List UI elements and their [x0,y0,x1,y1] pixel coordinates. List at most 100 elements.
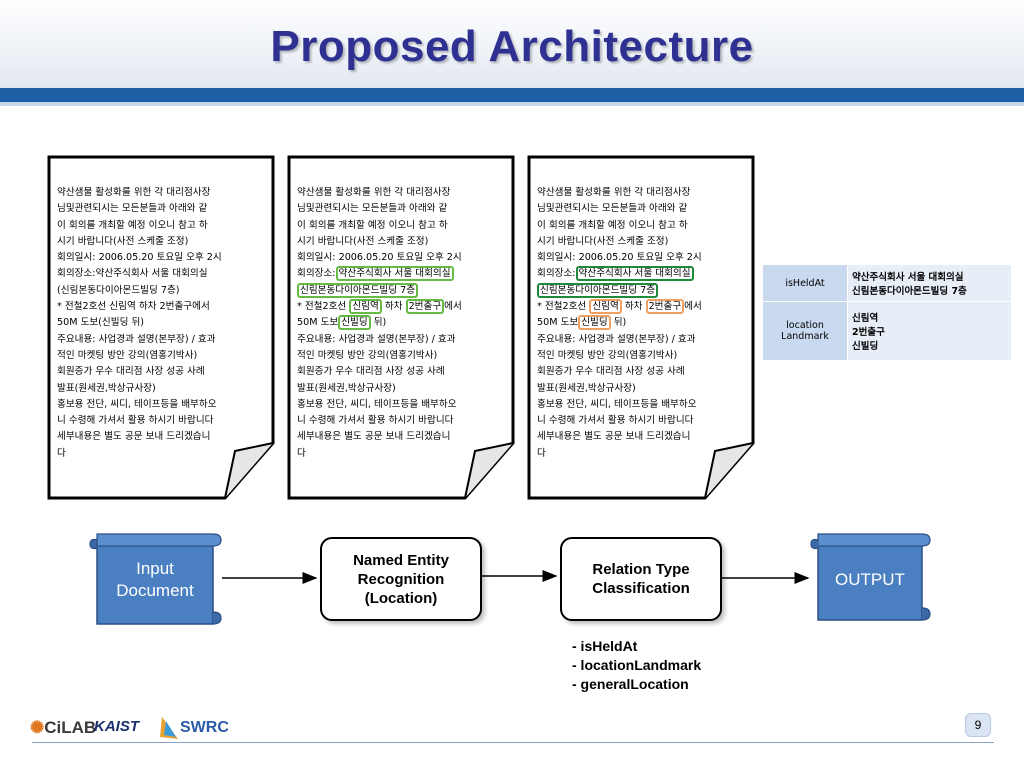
document-line: 다 [57,446,265,462]
document-text-segment: 시기 바랍니다(사전 스케줄 조정) [297,235,429,247]
document-line: 회의장소:약산주식회사 서울 대회의실 [297,266,505,282]
document-line: 니 수령해 가셔서 활용 하시기 바랍니다 [537,413,745,429]
document-line: 회원증가 우수 대리점 사장 성공 사례 [537,364,745,380]
entity-highlight: 2번출구 [405,299,445,315]
input-document-scroll [89,533,222,625]
document-text-segment: 50M 도보 [297,317,339,329]
relation-table: isHeldAt 약산주식회사 서울 대회의실 신림본동다이아몬드빌딩 7층 l… [762,264,1012,361]
document-text-segment: * 전철2호선 [297,301,350,313]
output-scroll [810,533,931,621]
document-text-segment: 회의일시: 2006.05.20 토요일 오후 2시 [537,252,702,264]
document-text-segment: 니 수령해 가셔서 활용 하시기 바랍니다 [297,415,454,427]
document-line: 세부내용은 별도 공문 보내 드리겠습니 [57,429,265,445]
cilab-logo-mark: ✺ [30,718,45,737]
document-text-segment: 세부내용은 별도 공문 보내 드리겠습니 [57,431,211,443]
swrc-logo: SWRC [158,715,229,741]
relation-type-item: - locationLandmark [572,657,702,673]
relation-value-line: 약산주식회사 서울 대회의실 [852,272,964,283]
document-text-segment: 홍보용 전단, 씨디, 테이프등을 배부하오 [537,398,697,410]
document-text-segment: 50M 도보(신빌딩 뒤) [57,317,145,329]
relation-key: location Landmark [762,301,848,361]
kaist-logo-text: KAIST [94,718,139,735]
document-text-segment: 이 회의를 개최할 예정 이오니 참고 하 [297,219,448,231]
document-text-segment: 니 수령해 가셔서 활용 하시기 바랍니다 [537,415,694,427]
swrc-logo-text: SWRC [180,719,229,737]
document-line: 회의일시: 2006.05.20 토요일 오후 2시 [537,250,745,266]
document-line: 시기 바랍니다(사전 스케줄 조정) [57,234,265,250]
document-line: 시기 바랍니다(사전 스케줄 조정) [537,234,745,250]
document-text-segment: 발표(원세권,박상규사장) [297,382,396,394]
title-rule-light [0,102,1024,106]
relation-row: location Landmark 신림역 2번출구 신빌딩 [762,301,1012,361]
ner-box: Named Entity Recognition (Location) [320,537,482,621]
page-number: 9 [965,713,991,737]
relation-row: isHeldAt 약산주식회사 서울 대회의실 신림본동다이아몬드빌딩 7층 [762,264,1012,302]
document-text-segment: 니 수령해 가셔서 활용 하시기 바랍니다 [57,415,214,427]
document-line: 주요내용: 사업경과 설명(본부장) / 효과 [537,332,745,348]
document-line: 적인 마켓팅 방안 강의(염홍기박사) [57,348,265,364]
document-text-segment: 이 회의를 개최할 예정 이오니 참고 하 [537,219,688,231]
document-text-segment: 다 [297,447,306,459]
document-text-segment: 회의장소: [537,268,576,280]
document-line: 적인 마켓팅 방안 강의(염홍기박사) [537,348,745,364]
document-text-segment: 회의일시: 2006.05.20 토요일 오후 2시 [57,252,222,264]
entity-highlight: 약산주식회사 서울 대회의실 [335,266,454,282]
document-line: 약산샘물 활성화를 위한 각 대리점사장 [57,185,265,201]
document-text-segment: 적인 마켓팅 방안 강의(염홍기박사) [297,349,438,361]
footer-rule [32,742,994,743]
relation-type-list: - isHeldAt - locationLandmark - generalL… [572,637,701,694]
document-text-segment: 에서 [444,301,462,313]
document-text-segment: 회원증가 우수 대리점 사장 성공 사례 [297,366,445,378]
document-text-segment: 님및관련되시는 모든분들과 아래와 같 [57,203,208,215]
entity-highlight: 약산주식회사 서울 대회의실 [575,266,694,282]
document-line: 주요내용: 사업경과 설명(본부장) / 효과 [297,332,505,348]
document-text-segment: 님및관련되시는 모든분들과 아래와 같 [297,203,448,215]
document-line: 니 수령해 가셔서 활용 하시기 바랍니다 [57,413,265,429]
document-line: 회의장소:약산주식회사 서울 대회의실 [57,266,265,282]
document-text-segment: 시기 바랍니다(사전 스케줄 조정) [537,235,669,247]
document-text-segment: * 전철2호선 신림역 하차 2번출구에서 [57,301,210,313]
document-text-segment: 다 [537,447,546,459]
document-line: 다 [537,446,745,462]
relation-value-line: 2번출구 [852,327,885,338]
document-text-segment: 님및관련되시는 모든분들과 아래와 같 [537,203,688,215]
document-text-segment: 세부내용은 별도 공문 보내 드리겠습니 [537,431,691,443]
swrc-logo-mark [160,717,178,739]
document-line: 다 [297,446,505,462]
document-line: 발표(원세권,박상규사장) [297,381,505,397]
relation-value-line: 신림역 [852,313,879,324]
document-text-segment: (신림본동다이아몬드빌딩 7층) [57,284,180,296]
relation-key: isHeldAt [762,264,848,302]
document-line: 적인 마켓팅 방안 강의(염홍기박사) [297,348,505,364]
document-text-segment: 50M 도보 [537,317,579,329]
document-text-segment: 주요내용: 사업경과 설명(본부장) / 효과 [297,333,456,345]
document-line: 시기 바랍니다(사전 스케줄 조정) [297,234,505,250]
document-text-segment: 발표(원세권,박상규사장) [537,382,636,394]
document-text-segment: 주요내용: 사업경과 설명(본부장) / 효과 [537,333,696,345]
document-line: 약산샘물 활성화를 위한 각 대리점사장 [297,185,505,201]
document-text-segment: 회의일시: 2006.05.20 토요일 오후 2시 [297,252,462,264]
document-text-segment: 발표(원세권,박상규사장) [57,382,156,394]
document-text-segment: 이 회의를 개최할 예정 이오니 참고 하 [57,219,208,231]
document-line: 님및관련되시는 모든분들과 아래와 같 [297,201,505,217]
document-line: 발표(원세권,박상규사장) [537,381,745,397]
document-text-segment: * 전철2호선 [537,301,590,313]
document-text-segment: 약산샘물 활성화를 위한 각 대리점사장 [537,187,691,198]
document-text-segment: 시기 바랍니다(사전 스케줄 조정) [57,235,189,247]
ner-box-label: Named Entity Recognition (Location) [353,551,449,607]
document-line: 이 회의를 개최할 예정 이오니 참고 하 [297,218,505,234]
document-text-segment: 약산샘물 활성화를 위한 각 대리점사장 [57,187,211,198]
document-text-segment: 하차 [621,301,646,313]
document-text-segment: 회의장소:약산주식회사 서울 대회의실 [57,268,208,280]
entity-highlight: 신빌딩 [578,315,611,331]
document-line: 회의장소:약산주식회사 서울 대회의실 [537,266,745,282]
entity-highlight: 신림본동다이아몬드빌딩 7층 [537,282,659,298]
relation-classification-box: Relation Type Classification [560,537,722,621]
entity-highlight: 2번출구 [645,299,685,315]
